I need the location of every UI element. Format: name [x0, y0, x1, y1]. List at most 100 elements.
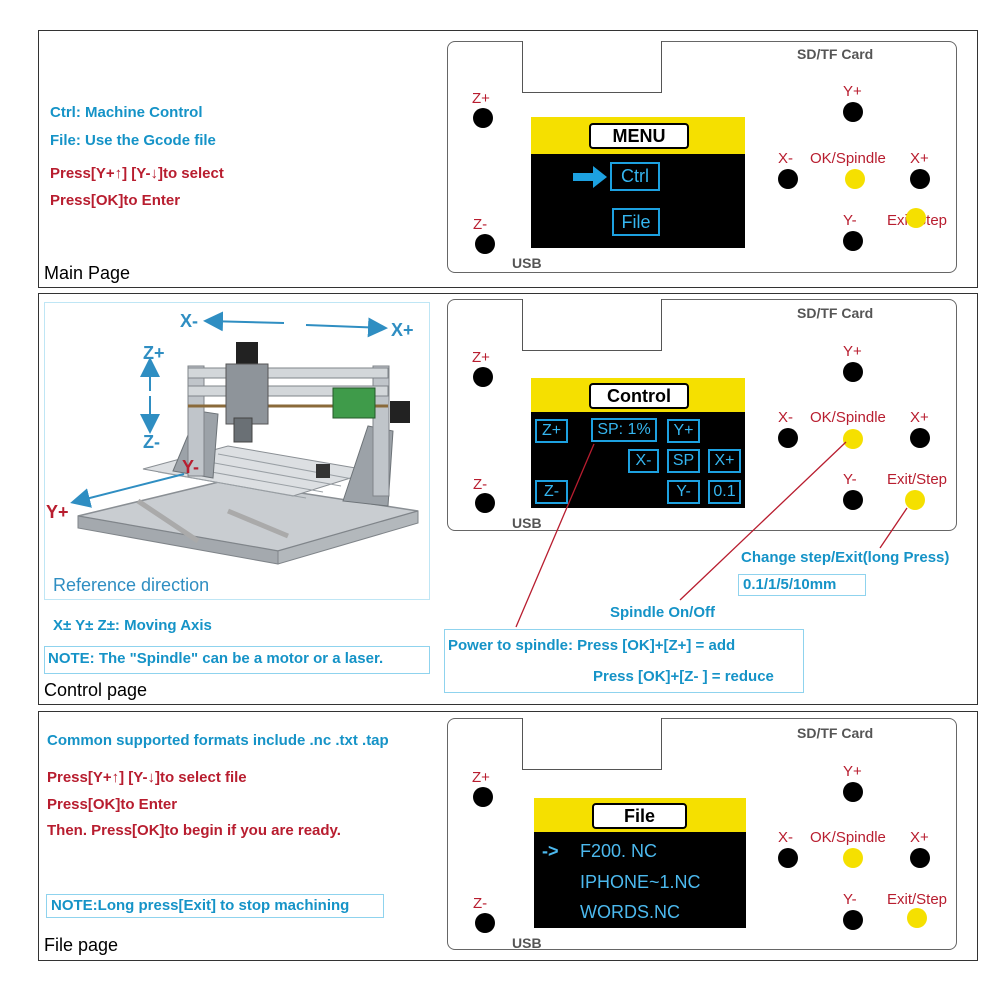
- main-line-ctrl: Ctrl: Machine Control: [50, 104, 203, 121]
- exit-step-button[interactable]: [905, 490, 925, 510]
- z-plus-button[interactable]: [473, 108, 493, 128]
- screen-spindle-button[interactable]: SP: [667, 449, 700, 473]
- y-plus-label: Y+: [843, 83, 862, 100]
- screen-z-minus-button[interactable]: Z-: [535, 480, 568, 504]
- moving-axis-text: X± Y± Z±: Moving Axis: [53, 617, 212, 634]
- usb-label: USB: [512, 935, 542, 951]
- y-plus-label: Y+: [843, 343, 862, 360]
- axis-z-plus: Z+: [143, 343, 165, 363]
- main-line-file: File: Use the Gcode file: [50, 132, 216, 149]
- ok-spindle-button[interactable]: [845, 169, 865, 189]
- z-minus-button[interactable]: [475, 234, 495, 254]
- file-item[interactable]: WORDS.NC: [580, 902, 680, 922]
- x-minus-label: X-: [778, 409, 793, 426]
- file-line-begin: Then. Press[OK]to begin if you are ready…: [47, 822, 341, 839]
- cnc-machine-illustration: [77, 342, 419, 565]
- sd-card-label: SD/TF Card: [797, 725, 874, 741]
- y-plus-button[interactable]: [843, 362, 863, 382]
- ok-spindle-button[interactable]: [843, 848, 863, 868]
- file-line-enter: Press[OK]to Enter: [47, 796, 178, 813]
- exit-note-box: [46, 894, 384, 918]
- exit-step-label: Exit/Step: [887, 471, 948, 488]
- y-minus-button[interactable]: [843, 910, 863, 930]
- usb-label: USB: [512, 515, 542, 531]
- x-minus-button[interactable]: [778, 848, 798, 868]
- sd-card-label: SD/TF Card: [797, 305, 874, 321]
- z-minus-button[interactable]: [475, 493, 495, 513]
- menu-item-file[interactable]: File: [612, 208, 660, 236]
- screen-z-plus-button[interactable]: Z+: [535, 419, 568, 443]
- x-plus-label: X+: [910, 829, 929, 846]
- screen-spindle-power-button[interactable]: SP: 1%: [591, 418, 657, 442]
- exit-step-button[interactable]: [907, 908, 927, 928]
- x-minus-button[interactable]: [778, 428, 798, 448]
- formats-text: Common supported formats include .nc .tx…: [47, 732, 389, 749]
- selection-arrow-icon: [573, 166, 607, 188]
- z-minus-label: Z-: [473, 216, 488, 233]
- usb-label: USB: [512, 255, 542, 271]
- y-minus-label: Y-: [843, 471, 857, 488]
- spindle-onoff-text: Spindle On/Off: [610, 604, 715, 621]
- x-plus-label: X+: [910, 409, 929, 426]
- reference-direction-label: Reference direction: [53, 575, 210, 595]
- screen-step-button[interactable]: 0.1: [708, 480, 741, 504]
- step-values-box: [738, 574, 866, 596]
- file-page-label: File page: [44, 935, 119, 955]
- x-plus-button[interactable]: [910, 428, 930, 448]
- z-minus-label: Z-: [473, 895, 488, 912]
- x-plus-button[interactable]: [910, 169, 930, 189]
- y-minus-button[interactable]: [843, 231, 863, 251]
- exit-step-label: Exit/Step: [887, 891, 948, 908]
- main-line-enter: Press[OK]to Enter: [50, 192, 181, 209]
- power-reduce-text: Press [OK]+[Z- ] = reduce: [593, 668, 774, 685]
- z-minus-button[interactable]: [475, 913, 495, 933]
- power-add-text: Power to spindle: Press [OK]+[Z+] = add: [448, 637, 736, 654]
- z-plus-label: Z+: [472, 349, 490, 366]
- file-item[interactable]: IPHONE~1.NC: [580, 872, 701, 892]
- x-plus-button[interactable]: [910, 848, 930, 868]
- file-screen-title: File: [592, 803, 687, 829]
- y-plus-button[interactable]: [843, 102, 863, 122]
- x-minus-button[interactable]: [778, 169, 798, 189]
- file-screen: File -> F200. NC IPHONE~1.NC WORDS.NC: [534, 798, 746, 928]
- x-minus-label: X-: [778, 150, 793, 167]
- z-plus-button[interactable]: [473, 787, 493, 807]
- control-page-label: Control page: [44, 680, 148, 700]
- menu-screen: MENU Ctrl File: [531, 117, 745, 248]
- exit-step-button[interactable]: [906, 208, 926, 228]
- z-plus-label: Z+: [472, 769, 490, 786]
- x-plus-label: X+: [910, 150, 929, 167]
- axis-y-minus: Y-: [182, 457, 200, 477]
- change-step-text: Change step/Exit(long Press): [741, 549, 950, 566]
- power-spindle-box: [444, 629, 804, 693]
- spindle-note-text: NOTE: The "Spindle" can be a motor or a …: [48, 650, 384, 667]
- axis-arrows: [70, 311, 388, 508]
- axis-z-minus: Z-: [143, 432, 160, 452]
- axis-y-plus: Y+: [46, 502, 69, 522]
- menu-screen-title: MENU: [589, 123, 689, 149]
- z-minus-label: Z-: [473, 476, 488, 493]
- y-minus-button[interactable]: [843, 490, 863, 510]
- main-page-label: Main Page: [44, 263, 131, 283]
- screen-x-minus-button[interactable]: X-: [628, 449, 659, 473]
- ok-spindle-button[interactable]: [843, 429, 863, 449]
- z-plus-button[interactable]: [473, 367, 493, 387]
- step-values-text: 0.1/1/5/10mm: [743, 576, 837, 593]
- x-minus-label: X-: [778, 829, 793, 846]
- ok-spindle-label: OK/Spindle: [810, 409, 886, 426]
- spindle-note-box: [44, 646, 430, 674]
- menu-item-ctrl[interactable]: Ctrl: [610, 162, 660, 191]
- main-line-select: Press[Y+↑] [Y-↓]to select: [50, 165, 224, 182]
- file-selection-arrow-icon: ->: [542, 841, 559, 861]
- file-item[interactable]: F200. NC: [580, 841, 658, 861]
- z-plus-label: Z+: [472, 90, 490, 107]
- exit-note-text: NOTE:Long press[Exit] to stop machining: [51, 897, 350, 914]
- screen-y-minus-button[interactable]: Y-: [667, 480, 700, 504]
- y-minus-label: Y-: [843, 212, 857, 229]
- y-plus-button[interactable]: [843, 782, 863, 802]
- screen-x-plus-button[interactable]: X+: [708, 449, 741, 473]
- reference-image-frame: [44, 302, 430, 600]
- sd-card-label: SD/TF Card: [797, 46, 874, 62]
- screen-y-plus-button[interactable]: Y+: [667, 419, 700, 443]
- axis-x-plus: X+: [391, 320, 414, 340]
